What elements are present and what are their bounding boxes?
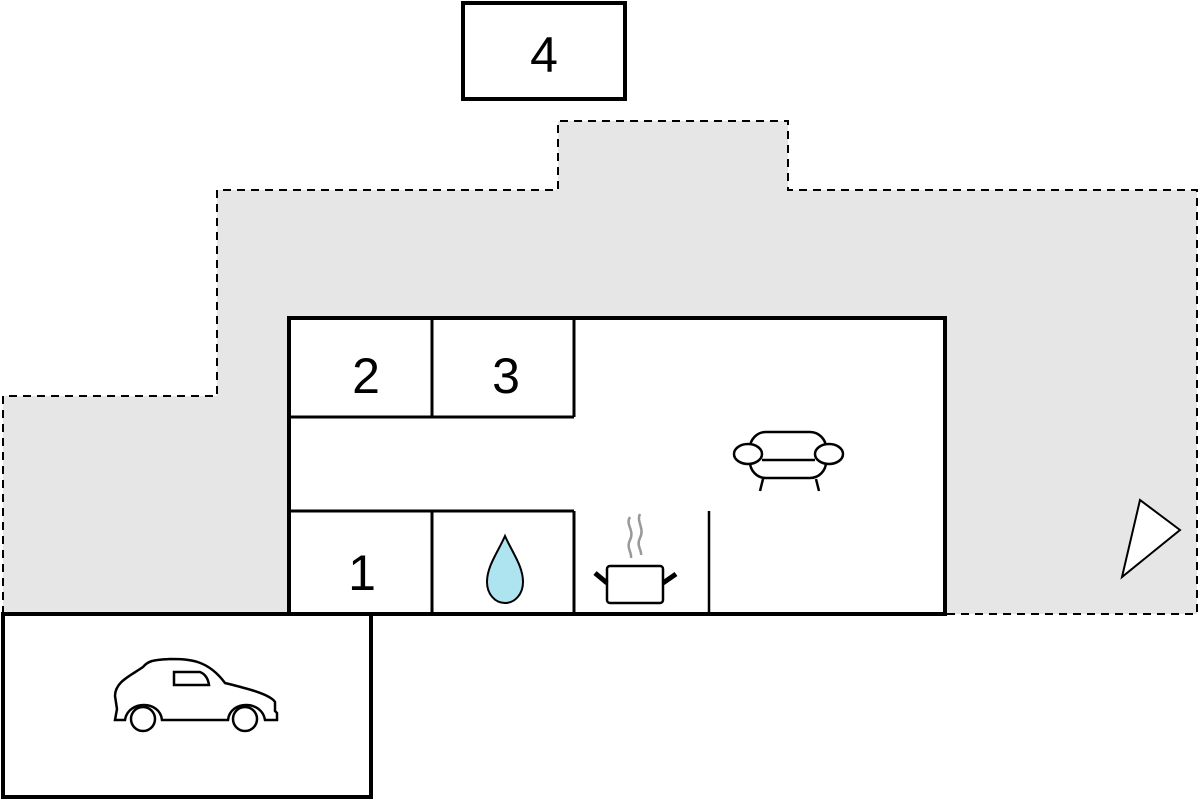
room-1-label: 1 <box>348 545 376 601</box>
room-4-label: 4 <box>530 27 558 83</box>
car-icon <box>113 657 279 733</box>
water-drop-icon <box>485 533 525 605</box>
room-2-label: 2 <box>352 348 380 404</box>
house-outline <box>287 316 947 616</box>
room-4-box <box>461 1 627 101</box>
sofa-icon <box>732 430 845 492</box>
compass-triangle-icon <box>1120 498 1182 580</box>
cooking-pot-icon <box>593 513 678 605</box>
interior-walls <box>289 318 711 614</box>
room-3-label: 3 <box>492 348 520 404</box>
